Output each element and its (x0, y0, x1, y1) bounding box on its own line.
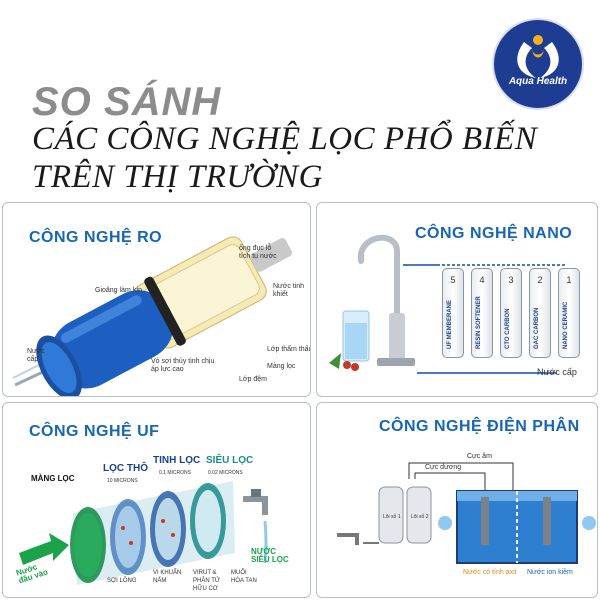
label-filter-2: Lõi số 2 (411, 514, 429, 520)
label-filter-1: Lõi số 1 (383, 514, 401, 520)
label-membrane-filter: Màng lọc (267, 363, 296, 370)
nano-cartridge-number: 3 (508, 275, 514, 285)
nano-cartridge-name: GAC CARBON (534, 307, 540, 349)
label-membrane: MÀNG LỌC (31, 474, 75, 483)
label-feed-water-nano: Nước cấp (537, 367, 577, 377)
label-pure-water: Nước tinh khiết (273, 283, 305, 298)
panel-electrolysis: CÔNG NGHỆ ĐIỆN PHÂN Cực âm Cực dương Lõi… (316, 402, 598, 598)
panel-uf-title: CÔNG NGHỆ UF (29, 423, 160, 440)
label-alkaline-water: Nước ion kiềm (527, 569, 573, 576)
label-fine-size: 0.1 MICRONS (159, 470, 191, 476)
nano-cartridge-name: CTO CARBON (505, 308, 511, 349)
label-inlet-pipe: ống đục lỗ tích tụ nước (239, 245, 277, 260)
aqua-health-logo: Aqua Health (494, 20, 582, 108)
label-gasket: Gioăng làm kín (95, 287, 143, 294)
page-title-line1: SO SÁNH (32, 80, 222, 124)
nano-cartridge-name: RESIN SOFTENER (476, 296, 482, 349)
nano-cartridge-number: 1 (566, 275, 572, 285)
panel-ro-title: CÔNG NGHỆ RO (29, 229, 163, 246)
label-permeate-layer: Lớp thẩm thấu (267, 346, 311, 353)
electrolysis-illustration (337, 462, 596, 564)
label-fine-filter: TINH LỌC (153, 455, 201, 466)
nano-filter-illustration (329, 234, 567, 374)
label-salt: MUỐI HÒA TAN (231, 570, 257, 584)
label-fiber: SỢI LÔNG (107, 578, 137, 584)
panel-nano-title: CÔNG NGHỆ NANO (415, 225, 573, 242)
page-title-line2: CÁC CÔNG NGHỆ LỌC PHỔ BIẾN (32, 121, 538, 157)
label-ultra-water: NƯỚC SIÊU LỌC (251, 547, 289, 564)
water-hands-icon (517, 35, 559, 78)
logo-text: Aqua Health (508, 76, 568, 87)
label-cathode: Cực âm (467, 453, 492, 460)
label-coarse-filter: LỌC THÔ (103, 463, 148, 474)
label-ultra-filter: SIÊU LỌC (206, 455, 254, 466)
label-coarse-size: 10 MICRONS (107, 478, 138, 484)
label-virus: VIRUT & PHÂN TỬ HỮU CƠ (193, 570, 221, 592)
label-anode: Cực dương (425, 464, 462, 471)
label-ultra-size: 0.02 MICRONS (208, 470, 243, 476)
nano-cartridge-number: 5 (450, 275, 456, 285)
ro-membrane-illustration (12, 236, 292, 396)
nano-cartridge-name: NANO CERAMIC (563, 301, 569, 349)
panel-electrolysis-title: CÔNG NGHỆ ĐIỆN PHÂN (379, 418, 580, 435)
panel-uf: CÔNG NGHỆ UF MÀNG LỌC LỌC THÔ 10 MICRONS… (2, 402, 311, 598)
uf-filter-illustration (19, 481, 268, 585)
label-fiberglass: Vỏ sợi thủy tinh chịu áp lực cao (151, 358, 215, 373)
nano-cartridge-number: 4 (479, 275, 485, 285)
panel-ro: CÔNG NGHỆ RO ống đục lỗ tích tụ nước Gio… (2, 202, 311, 397)
label-feed-water: Nước cấp (27, 348, 45, 363)
page-title-line3: TRÊN THỊ TRƯỜNG (32, 159, 323, 195)
label-acid-water: Nước có tính axit (463, 569, 517, 576)
label-bacteria: VI KHUẨN NẤM (153, 570, 182, 584)
nano-cartridge-name: UF MEMBERANE (447, 300, 453, 349)
label-spacer: Lớp đệm (239, 376, 267, 383)
nano-cartridge-number: 2 (537, 275, 543, 285)
nano-cartridge: 5 UF MEMBERANE (442, 268, 464, 358)
